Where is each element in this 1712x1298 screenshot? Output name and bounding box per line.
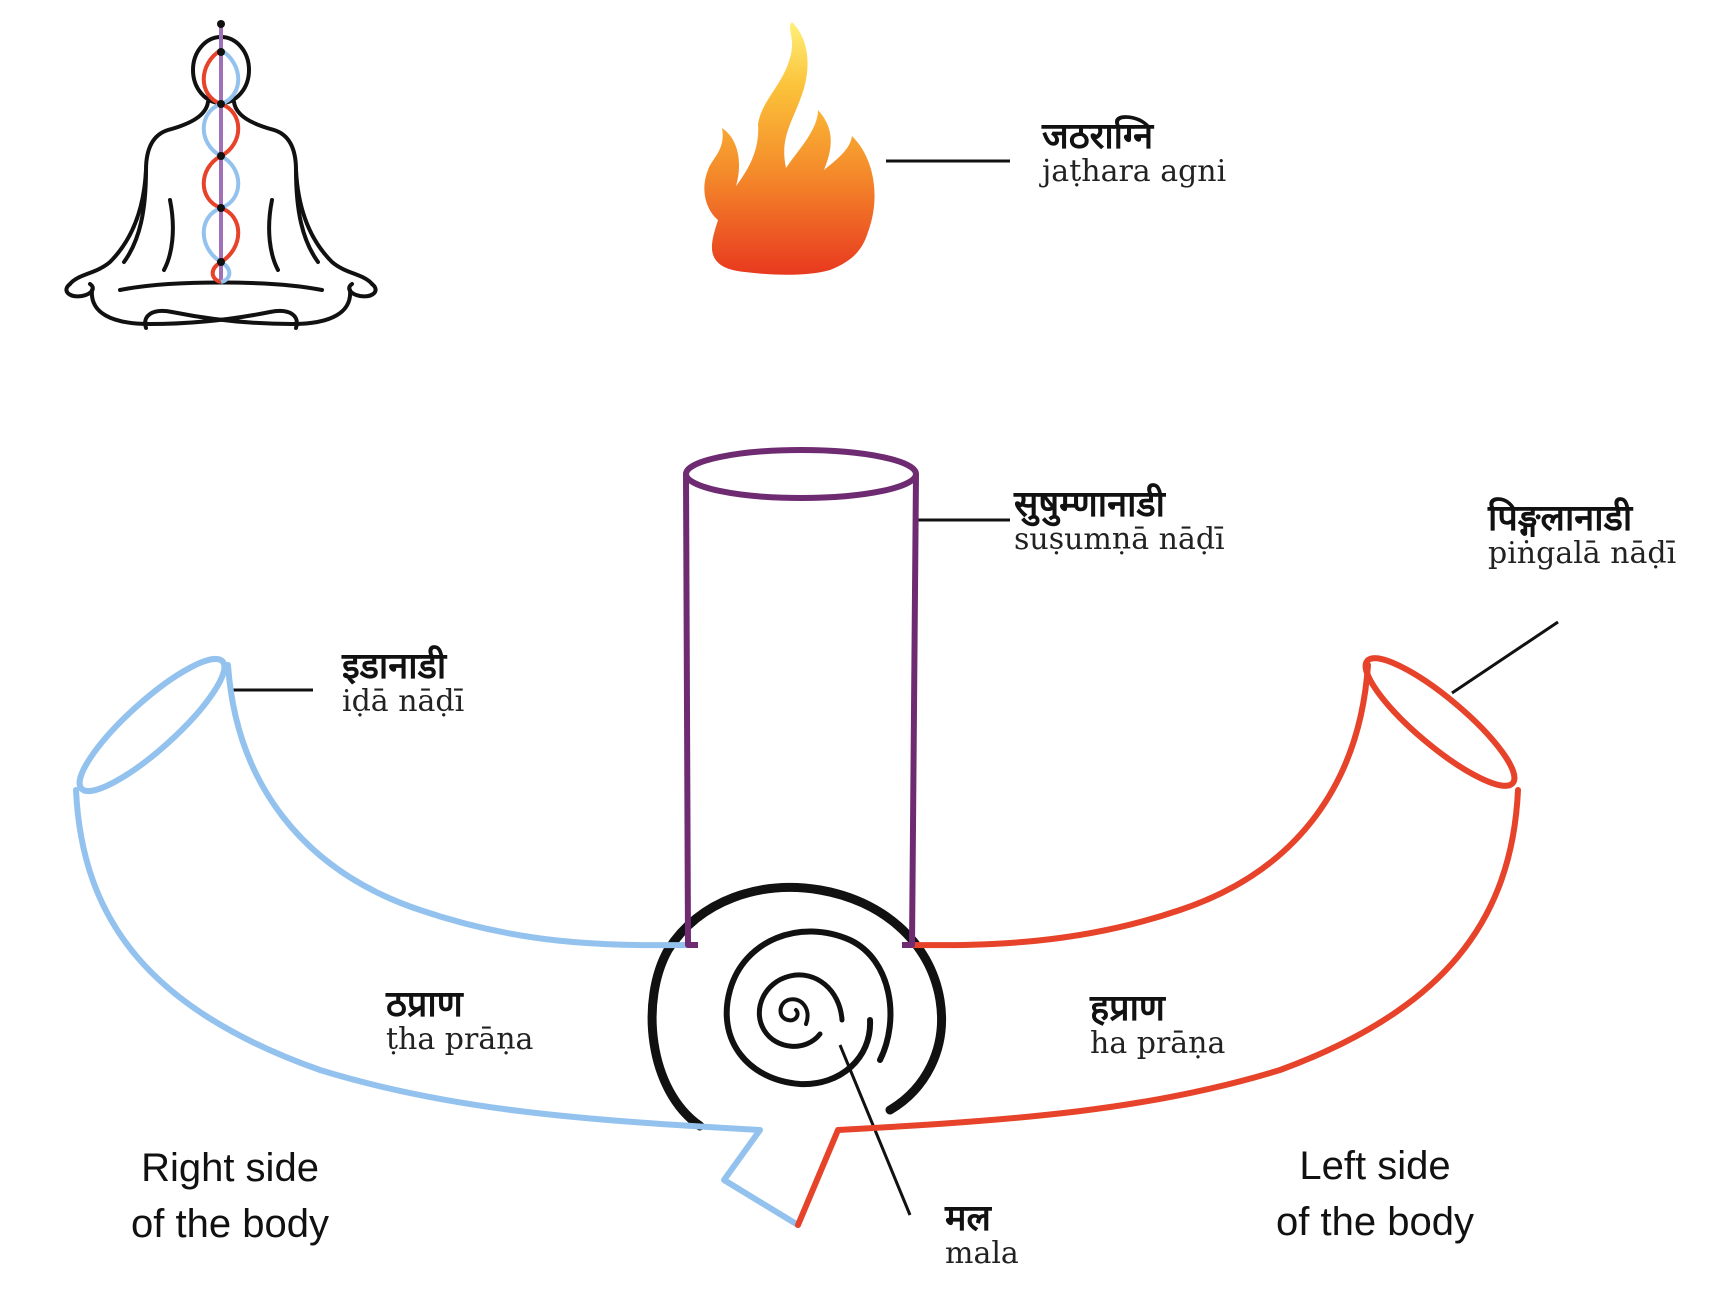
susumna-nadi-channel	[683, 447, 919, 948]
left-side-line2: of the body	[1276, 1200, 1474, 1244]
ha-prana-devanagari: हप्राण	[1090, 988, 1165, 1029]
leader-lines	[228, 159, 1559, 1216]
tha-prana-devanagari: ठप्राण	[386, 984, 463, 1025]
jathara-agni-translit: jaṭhara agni	[1042, 153, 1227, 189]
ida-nadi-label: इडानाडी iḍā nāḍī	[342, 648, 464, 717]
ida-nadi-translit: iḍā nāḍī	[342, 683, 465, 719]
pingala-nadi-devanagari: पिङ्गलानाडी	[1488, 498, 1633, 539]
left-side-label: Left side of the body	[1265, 1138, 1485, 1250]
meditating-figure-icon	[64, 35, 378, 330]
pingala-nadi-channel	[795, 655, 1521, 1228]
flame-icon	[704, 22, 875, 275]
left-side-line1: Left side	[1299, 1144, 1451, 1188]
tha-prana-label: ठप्राण ṭha prāṇa	[386, 986, 533, 1055]
pingala-nadi-translit: piṅgalā nāḍī	[1488, 535, 1677, 571]
ha-prana-label: हप्राण ha prāṇa	[1090, 990, 1225, 1059]
susumna-nadi-devanagari: सुषुम्णानाडी	[1014, 484, 1165, 525]
jathara-agni-label: जठराग्नि jaṭhara agni	[1042, 118, 1226, 187]
jathara-agni-devanagari: जठराग्नि	[1042, 116, 1154, 157]
figure-channels-icon	[201, 20, 241, 284]
pingala-nadi-label: पिङ्गलानाडी piṅgalā nāḍī	[1488, 500, 1676, 569]
right-side-line2: of the body	[131, 1202, 329, 1246]
susumna-nadi-translit: suṣumṇā nāḍī	[1014, 521, 1225, 557]
ida-nadi-channel	[73, 655, 801, 1228]
mala-spiral-icon	[647, 883, 946, 1131]
right-side-line1: Right side	[141, 1146, 319, 1190]
mala-label: मल mala	[945, 1200, 1019, 1269]
susumna-nadi-label: सुषुम्णानाडी suṣumṇā nāḍī	[1014, 486, 1225, 555]
tha-prana-translit: ṭha prāṇa	[386, 1021, 534, 1057]
right-side-label: Right side of the body	[120, 1140, 340, 1252]
mala-devanagari: मल	[945, 1198, 991, 1239]
mala-translit: mala	[945, 1235, 1019, 1271]
ha-prana-translit: ha prāṇa	[1090, 1025, 1226, 1061]
ida-nadi-devanagari: इडानाडी	[342, 646, 447, 687]
